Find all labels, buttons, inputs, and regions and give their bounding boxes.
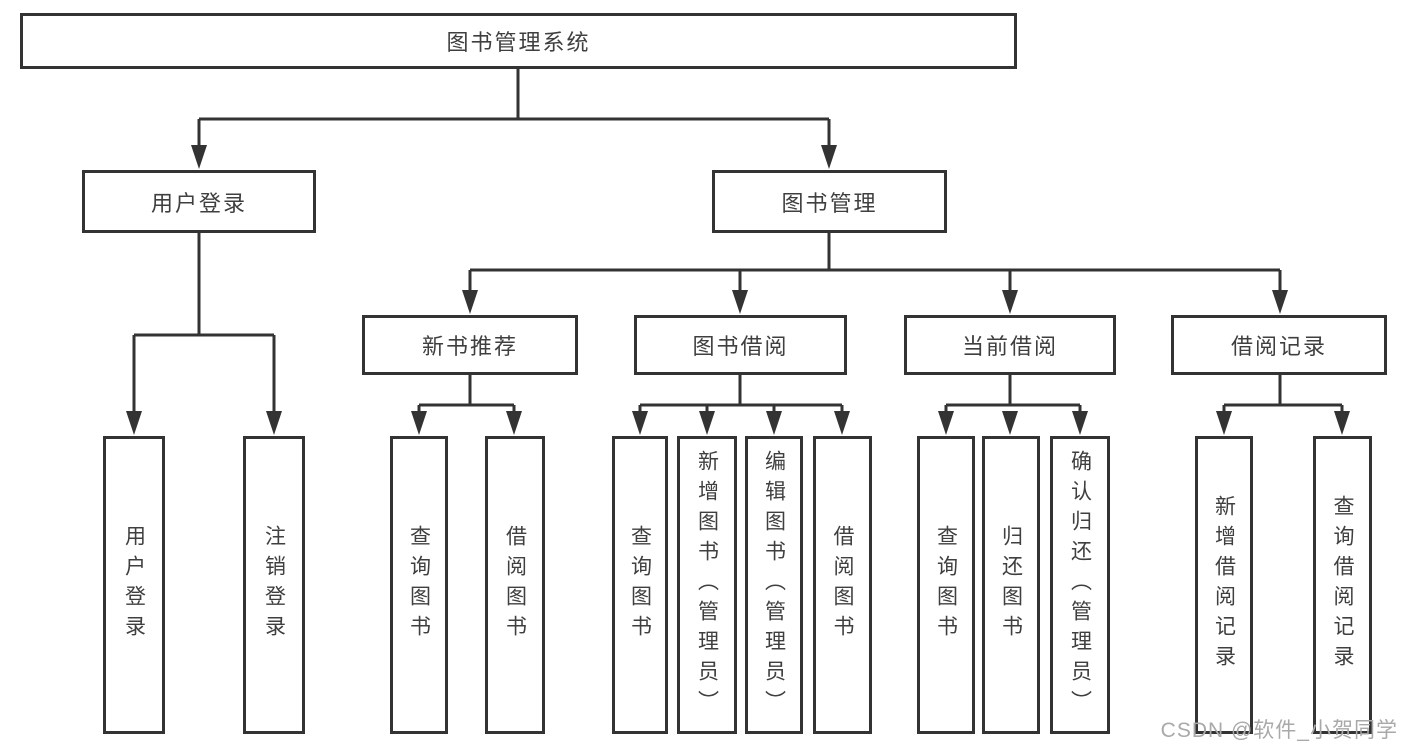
node-leaf-borrow-books-borrow: 借阅图书 (813, 436, 872, 734)
node-leaf-edit-books-admin: 编辑图书（管理员） (745, 436, 803, 734)
node-new-book-recommendation: 新书推荐 (362, 315, 578, 375)
node-leaf-query-borrow-record: 查询借阅记录 (1313, 436, 1372, 734)
node-current-borrowing: 当前借阅 (904, 315, 1116, 375)
node-leaf-add-borrow-record: 新增借阅记录 (1195, 436, 1253, 734)
node-user-login: 用户登录 (82, 170, 316, 233)
node-leaf-add-books-admin: 新增图书（管理员） (677, 436, 737, 734)
node-leaf-user-login: 用户登录 (103, 436, 165, 734)
node-leaf-query-books-current: 查询图书 (917, 436, 975, 734)
node-borrowing-records: 借阅记录 (1171, 315, 1387, 375)
arrowhead-icons (126, 145, 1350, 435)
node-leaf-logout: 注销登录 (243, 436, 305, 734)
node-book-management: 图书管理 (712, 170, 947, 233)
node-leaf-query-books-rec: 查询图书 (390, 436, 448, 734)
node-leaf-return-books: 归还图书 (982, 436, 1040, 734)
node-book-borrowing: 图书借阅 (634, 315, 847, 375)
node-leaf-query-books-borrow: 查询图书 (612, 436, 668, 734)
node-root-system: 图书管理系统 (20, 13, 1017, 69)
node-leaf-borrow-books-rec: 借阅图书 (485, 436, 545, 734)
node-leaf-confirm-return-admin: 确认归还（管理员） (1050, 436, 1110, 734)
csdn-watermark: CSDN @软件_小贺同学 (1160, 719, 1398, 742)
